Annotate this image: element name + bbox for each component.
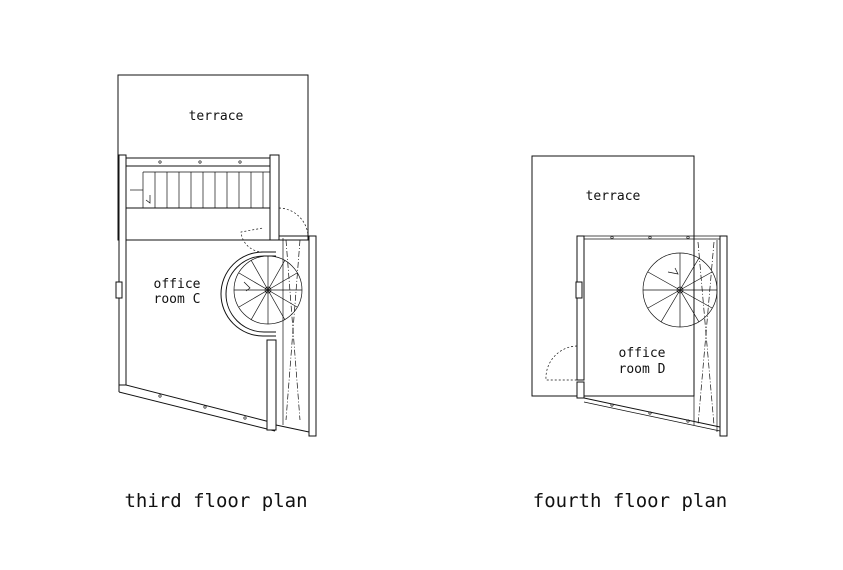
fourth-floor-caption: fourth floor plan	[533, 490, 727, 512]
third-floor-top-wall	[126, 157, 270, 167]
fourth-floor-terrace-label: terrace	[586, 189, 641, 204]
third-floor-column	[269, 154, 280, 241]
third-floor-right-wall	[266, 235, 317, 437]
third-floor-office-label-line2: room C	[154, 292, 201, 307]
fourth-floor-right-wall	[693, 235, 728, 437]
fourth-floor-door-swing	[545, 345, 578, 381]
fourth-floor-top-wall	[583, 235, 720, 240]
third-floor-plan: terrace office room C	[115, 74, 317, 437]
third-floor-bottom-wall	[118, 384, 276, 432]
third-floor-spiral-stair	[220, 251, 303, 337]
fourth-floor-bottom-wall	[583, 397, 721, 432]
third-floor-caption: third floor plan	[124, 490, 307, 512]
fourth-floor-office-label-line1: office	[619, 346, 666, 361]
fourth-floor-spiral-stair	[642, 252, 718, 328]
third-floor-door-swing	[278, 207, 309, 236]
fourth-floor-office-label-line2: room D	[619, 362, 666, 377]
third-floor-terrace-label: terrace	[189, 109, 244, 124]
fourth-floor-plan: terrace office room D	[531, 155, 728, 437]
third-floor-terrace-outline	[117, 74, 309, 241]
third-floor-straight-stair	[126, 171, 270, 209]
third-floor-spiral-door-swing	[240, 227, 264, 253]
fourth-floor-left-wall	[575, 235, 585, 399]
third-floor-office-label-line1: office	[154, 277, 201, 292]
